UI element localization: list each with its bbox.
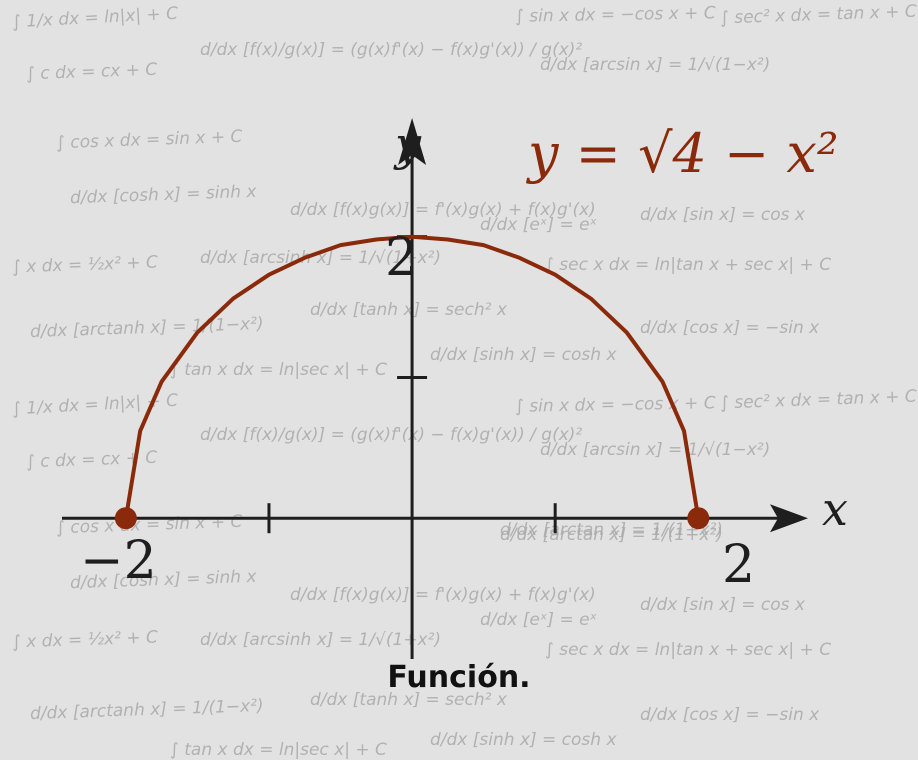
background-formula: d/dx [sinh x] = cosh x xyxy=(430,345,617,365)
background-formula: d/dx [f(x)g(x)] = f'(x)g(x) + f(x)g'(x) xyxy=(290,200,596,220)
semicircle-curve xyxy=(123,234,701,519)
x-tick-label-neg2: −2 xyxy=(80,531,157,591)
background-formula: d/dx [cos x] = −sin x xyxy=(640,318,820,338)
background-formula: ∫ tan x dx = ln|sec x| + C xyxy=(170,740,387,760)
background-formula: ∫ sec x dx = ln|tan x + sec x| + C xyxy=(545,255,832,275)
background-formula: d/dx [arcsinh x] = 1/√(1+x²) xyxy=(200,248,442,268)
y-axis-arrow xyxy=(398,118,427,165)
background-formula: d/dx [f(x)/g(x)] = (g(x)f'(x) − f(x)g'(x… xyxy=(200,40,583,60)
background-formula: d/dx [arcsin x] = 1/√(1−x²) xyxy=(540,55,771,75)
y-axis-label: y xyxy=(393,117,422,171)
background-formula: d/dx [f(x)/g(x)] = (g(x)f'(x) − f(x)g'(x… xyxy=(200,425,583,445)
endpoint-dot xyxy=(114,507,137,530)
background-formula: d/dx [eˣ] = eˣ xyxy=(480,215,598,235)
background-formula: d/dx [sin x] = cos x xyxy=(640,205,805,225)
background-formula: d/dx [arcsinh x] = 1/√(1+x²) xyxy=(200,630,442,650)
y-tick-label-2: 2 xyxy=(385,228,418,288)
caption: Función. xyxy=(387,660,531,695)
background-formula: d/dx [tanh x] = sech² x xyxy=(310,690,507,710)
background-formula: d/dx [tanh x] = sech² x xyxy=(310,300,507,320)
background-formula: d/dx [sinh x] = cosh x xyxy=(430,730,617,750)
background-formula: ∫ tan x dx = ln|sec x| + C xyxy=(170,360,387,380)
background-formula: d/dx [sin x] = cos x xyxy=(640,595,805,615)
background-formula: d/dx [f(x)g(x)] = f'(x)g(x) + f(x)g'(x) xyxy=(290,585,596,605)
background-formula: d/dx [cos x] = −sin x xyxy=(640,705,820,725)
x-axis-arrow xyxy=(770,504,808,533)
endpoint-dot xyxy=(687,507,710,530)
equation-label: y = √4 − x² xyxy=(528,122,839,185)
background-formula: d/dx [arcsin x] = 1/√(1−x²) xyxy=(540,440,771,460)
x-axis-label: x xyxy=(822,482,848,536)
background-formula: d/dx [eˣ] = eˣ xyxy=(480,610,598,630)
x-tick-label-pos2: 2 xyxy=(722,535,755,595)
background-formula: ∫ sec x dx = ln|tan x + sec x| + C xyxy=(545,640,832,660)
